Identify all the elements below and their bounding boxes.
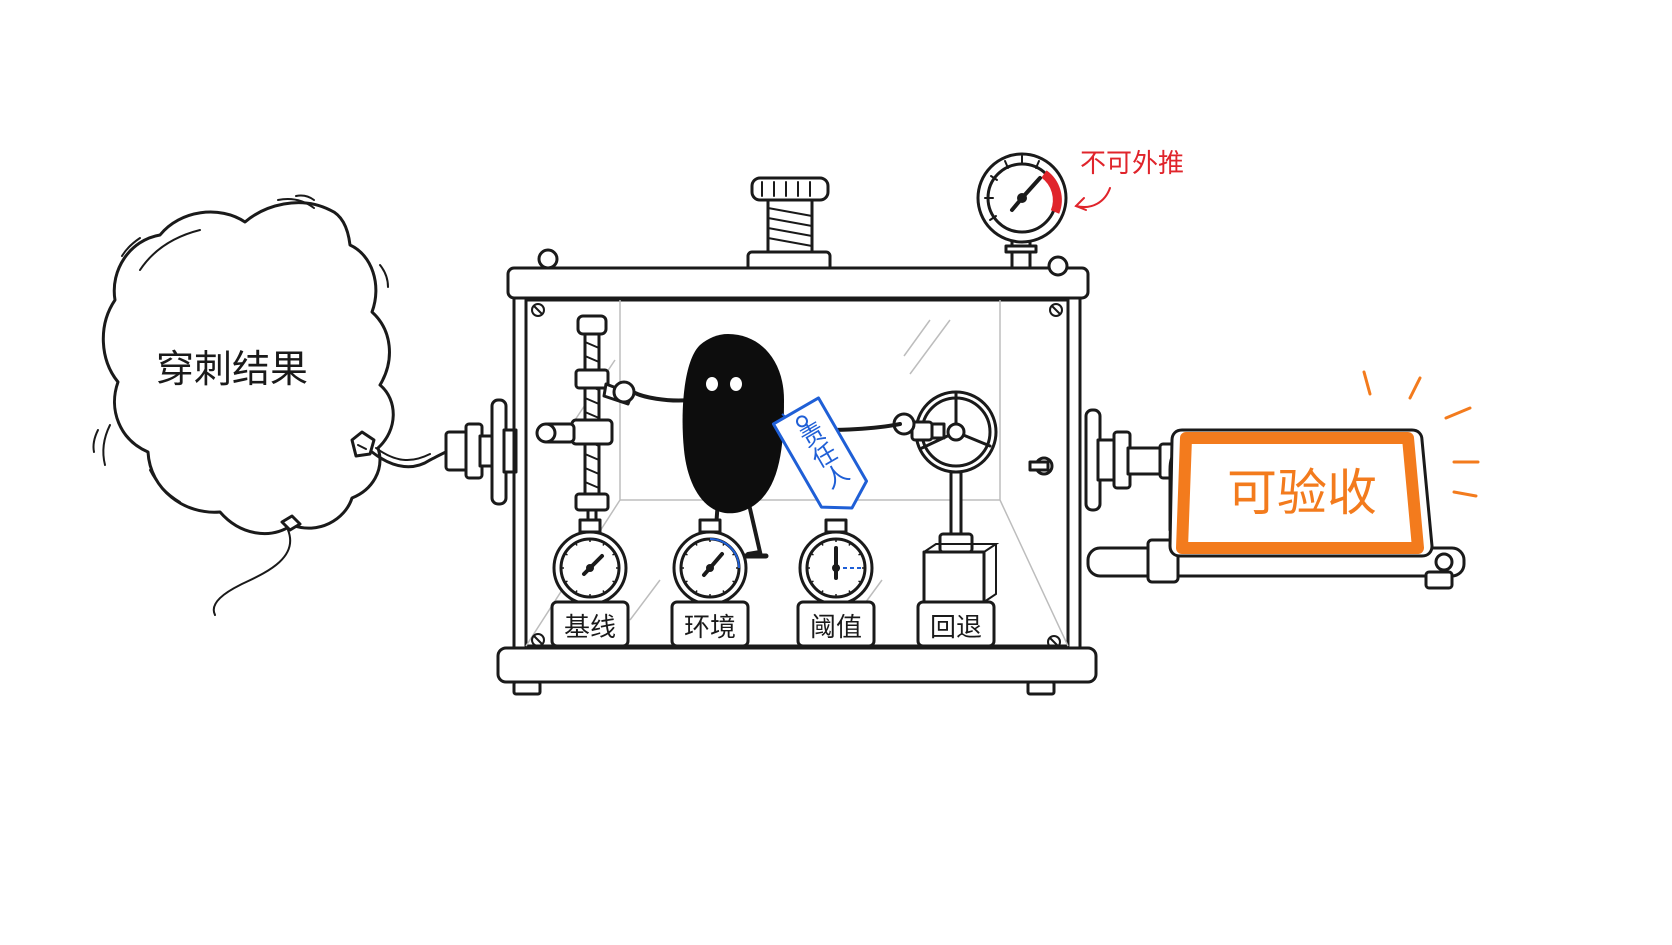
screen-glow-rays	[1362, 370, 1480, 498]
balloon-label: 穿刺结果	[156, 347, 308, 391]
gauge-3: 阈值	[796, 518, 876, 648]
gauge-label-4: 回退	[930, 613, 982, 643]
right-output-valve	[1084, 408, 1178, 512]
gauge-red-zone	[1041, 170, 1062, 214]
gauge-2: 环境	[670, 518, 750, 648]
character-body	[682, 334, 784, 514]
left-input-valve	[444, 398, 518, 506]
gauge-label-2: 环境	[684, 613, 736, 643]
pressure-note: 不可外推	[1074, 149, 1184, 211]
top-screw-clamp	[746, 176, 832, 274]
character-left-eye	[706, 377, 718, 391]
gauge-label-3: 阈值	[810, 613, 862, 643]
gauge-4: 回退	[916, 600, 996, 648]
character	[612, 334, 902, 559]
handwheel	[892, 390, 1000, 604]
gauge-row: 基线 环境 阈值 回退	[550, 518, 996, 648]
pressure-gauge	[976, 152, 1068, 274]
pressure-note-label: 不可外推	[1080, 149, 1184, 179]
output-screen: 可验收	[1086, 370, 1480, 590]
machine-body	[496, 248, 1098, 696]
gauge-pedestal-3	[796, 600, 876, 648]
balloon: 穿刺结果	[92, 194, 395, 616]
responsibility-tag: 责任人	[771, 396, 869, 510]
gauge-pedestal-2	[670, 600, 750, 648]
gauge-pedestal-1	[550, 600, 630, 648]
character-right-leg	[746, 498, 763, 556]
character-right-eye	[730, 377, 742, 391]
gauge-pedestal-4	[916, 600, 996, 648]
threaded-rod-mechanism	[535, 314, 634, 530]
gauge-1: 基线	[550, 518, 630, 648]
gauge-label-1: 基线	[564, 613, 616, 643]
screen-label: 可验收	[1227, 464, 1377, 522]
